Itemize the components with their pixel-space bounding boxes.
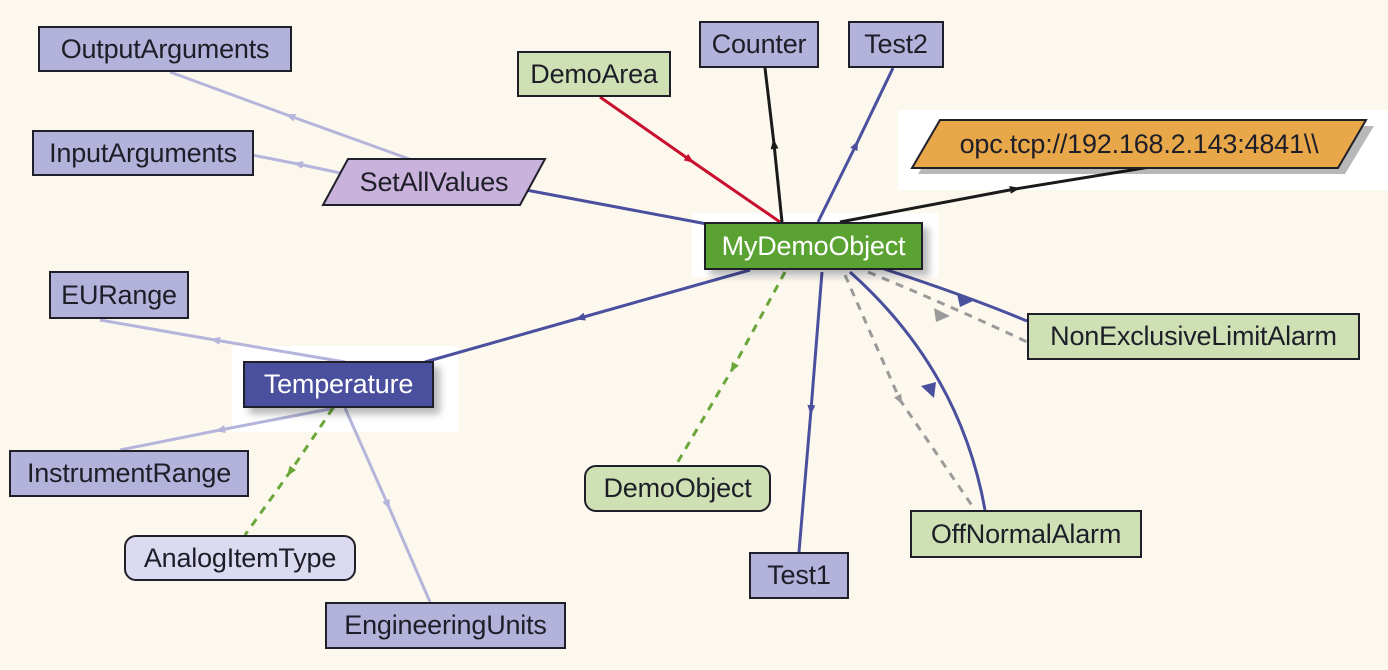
edge-mydemoobject-offnormalalarm: [849, 270, 987, 511]
edge-temperature-engineeringunits: [343, 407, 432, 603]
node-my-demo-object[interactable]: MyDemoObject: [704, 222, 923, 270]
edge-demoarea-mydemoobject: [599, 95, 781, 224]
node-demo-area[interactable]: DemoArea: [517, 51, 671, 97]
node-non-exclusive-limit-alarm[interactable]: NonExclusiveLimitAlarm: [1027, 313, 1360, 360]
arrow-offnormal-blue: [921, 382, 936, 398]
edge-mydemoobject-temperature: [424, 268, 751, 364]
node-input-arguments[interactable]: InputArguments: [32, 130, 254, 176]
edge-mydemoobject-test1: [797, 271, 824, 553]
edge-temperature-analogitemtype: [243, 407, 335, 536]
node-off-normal-alarm[interactable]: OffNormalAlarm: [910, 510, 1142, 558]
arrow-nonexclusive-blue: [957, 294, 973, 307]
node-instrument-range[interactable]: InstrumentRange: [9, 450, 249, 497]
node-test1[interactable]: Test1: [749, 552, 849, 599]
node-output-arguments[interactable]: OutputArguments: [38, 26, 292, 72]
node-analog-item-type[interactable]: AnalogItemType: [124, 535, 356, 581]
edge-mydemoobject-endpoint: [839, 165, 1151, 224]
node-counter[interactable]: Counter: [699, 21, 819, 68]
setallvalues-shape: [321, 158, 547, 206]
arrow-nonexclusive-gray: [934, 308, 950, 322]
edge-mydemoobject-setallvalues: [525, 188, 708, 226]
edge-setallvalues-outputarguments: [169, 70, 413, 162]
edge-mydemoobject-offnormalalarm-type: [843, 274, 977, 511]
node-engineering-units[interactable]: EngineeringUnits: [325, 602, 566, 649]
endpoint-shape: [910, 119, 1368, 169]
node-server-endpoint[interactable]: opc.tcp://192.168.2.143:4841\\: [959, 128, 1319, 159]
edge-mydemoobject-test2: [816, 67, 895, 223]
edge-mydemoobject-demoobject: [674, 271, 787, 466]
edge-mydemoobject-nonexclusivelimitalarm-type: [867, 270, 1028, 344]
edge-temperature-instrumentrange: [119, 406, 336, 452]
node-test2[interactable]: Test2: [848, 21, 944, 68]
edge-temperature-eurange: [99, 318, 346, 364]
node-set-all-values[interactable]: SetAllValues: [359, 166, 509, 197]
node-eu-range[interactable]: EURange: [49, 271, 189, 319]
edge-setallvalues-inputarguments: [251, 153, 346, 176]
node-demo-object[interactable]: DemoObject: [584, 465, 771, 512]
edge-mydemoobject-nonexclusivelimitalarm: [871, 263, 1028, 323]
node-temperature[interactable]: Temperature: [243, 361, 434, 408]
edge-mydemoobject-counter: [763, 67, 784, 223]
